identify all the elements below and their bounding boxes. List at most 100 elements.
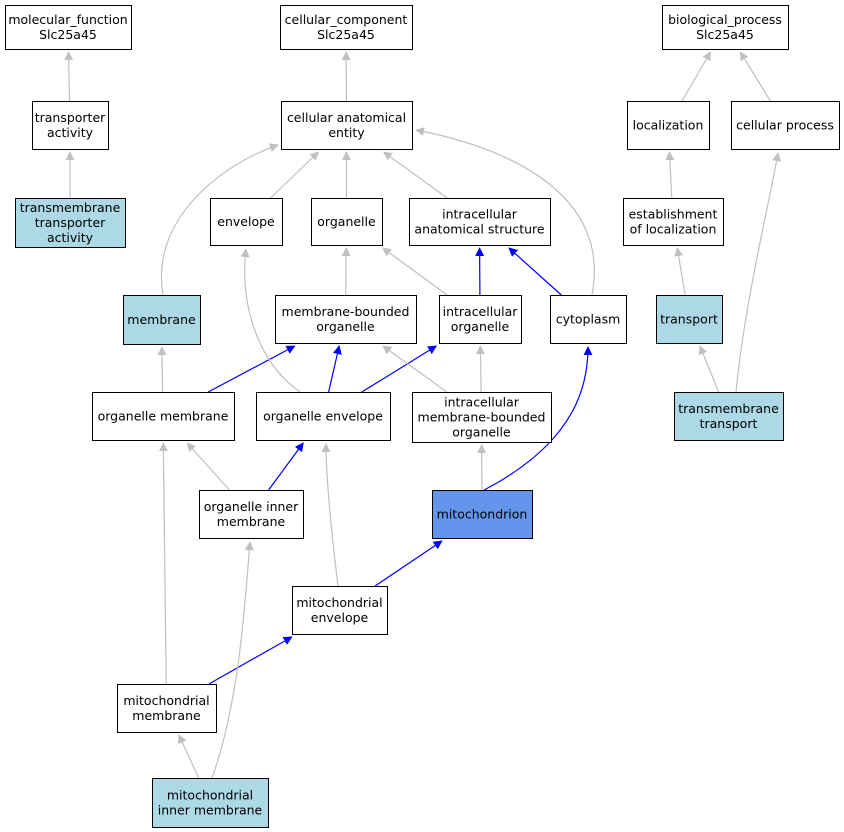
edge-io-to-org bbox=[382, 247, 448, 296]
node-cp[interactable]: cellular process bbox=[731, 101, 840, 150]
node-box bbox=[152, 778, 269, 828]
node-org[interactable]: organelle bbox=[311, 198, 383, 246]
node-env[interactable]: envelope bbox=[210, 198, 283, 246]
node-label-line: cytoplasm bbox=[556, 312, 621, 327]
edge-om-to-mbo bbox=[207, 345, 296, 393]
node-label-line: transport bbox=[660, 312, 718, 327]
edge-mim-to-oim bbox=[211, 541, 254, 779]
node-box bbox=[15, 198, 126, 248]
node-label-line: localization bbox=[633, 118, 704, 133]
edge-cp-to-bp bbox=[739, 51, 771, 102]
node-label-line: Slc25a45 bbox=[39, 27, 97, 42]
node-label-line: organelle bbox=[452, 425, 511, 440]
node-label-line: membrane bbox=[217, 514, 286, 529]
edge-om-to-mem bbox=[157, 346, 167, 393]
node-mito[interactable]: mitochondrion bbox=[432, 490, 533, 539]
edges-layer bbox=[64, 51, 782, 779]
node-box bbox=[731, 101, 840, 150]
node-label-line: activity bbox=[47, 125, 94, 140]
nodes-layer: molecular_functionSlc25a45cellular_compo… bbox=[5, 5, 840, 828]
node-label-line: Slc25a45 bbox=[317, 27, 375, 42]
edge-oim-to-oe bbox=[268, 442, 304, 491]
node-box bbox=[92, 392, 235, 441]
edge-tmt-to-cp bbox=[735, 152, 782, 393]
edge-oim-to-om bbox=[186, 442, 230, 491]
node-box bbox=[439, 295, 522, 344]
node-box bbox=[281, 101, 413, 150]
node-label-line: envelope bbox=[217, 214, 275, 229]
node-oe[interactable]: organelle envelope bbox=[256, 392, 391, 441]
edge-oe-to-env bbox=[240, 248, 301, 393]
edge-me-to-mito bbox=[374, 540, 443, 587]
node-label-line: membrane bbox=[132, 708, 201, 723]
node-label-line: organelle bbox=[316, 319, 375, 334]
node-label-line: mitochondrial bbox=[296, 595, 382, 610]
node-label-line: transmembrane bbox=[678, 401, 779, 416]
node-label-line: organelle membrane bbox=[98, 409, 229, 424]
node-label-line: anatomical structure bbox=[414, 222, 544, 237]
node-box bbox=[409, 198, 551, 246]
edge-trn-to-eol bbox=[674, 247, 686, 296]
edge-loc-to-bp bbox=[681, 51, 712, 102]
node-box bbox=[117, 684, 217, 733]
node-cyt[interactable]: cytoplasm bbox=[550, 295, 627, 344]
node-box bbox=[32, 101, 109, 150]
node-label-line: activity bbox=[47, 230, 94, 245]
edge-mem-to-cae bbox=[160, 143, 279, 296]
edge-oe-to-io bbox=[361, 345, 438, 393]
node-label-line: inner membrane bbox=[158, 803, 263, 818]
node-label-line: membrane-bounded bbox=[282, 304, 410, 319]
edge-cyt-to-ias bbox=[508, 247, 562, 296]
edge-cyt-to-cae bbox=[415, 127, 595, 296]
node-box bbox=[674, 392, 784, 441]
node-label-line: intracellular bbox=[443, 304, 519, 319]
node-loc[interactable]: localization bbox=[627, 101, 710, 150]
node-box bbox=[275, 295, 417, 344]
edge-mm-to-om bbox=[158, 442, 168, 685]
edge-eol-to-loc bbox=[665, 151, 675, 199]
node-label-line: biological_process bbox=[668, 12, 782, 27]
node-box bbox=[123, 295, 201, 345]
node-label-line: entity bbox=[328, 125, 365, 140]
node-label-line: mitochondrial bbox=[167, 788, 253, 803]
node-box bbox=[311, 198, 383, 246]
node-label-line: molecular_function bbox=[8, 12, 127, 27]
edge-env-to-cae bbox=[270, 151, 320, 199]
node-label-line: establishment bbox=[629, 207, 718, 222]
node-box bbox=[627, 101, 710, 150]
node-box bbox=[432, 490, 533, 539]
node-label-line: of localization bbox=[630, 222, 717, 237]
node-label-line: organelle inner bbox=[204, 499, 299, 514]
edge-mm-to-me bbox=[208, 636, 293, 685]
node-box bbox=[623, 198, 724, 246]
node-trn[interactable]: transport bbox=[656, 295, 723, 344]
node-mem[interactable]: membrane bbox=[123, 295, 201, 345]
node-label-line: membrane bbox=[127, 312, 196, 327]
node-label-line: cellular_component bbox=[285, 12, 408, 27]
node-om[interactable]: organelle membrane bbox=[92, 392, 235, 441]
edge-mbo-to-org bbox=[341, 247, 351, 296]
node-label-line: intracellular bbox=[444, 395, 520, 410]
node-label-line: transport bbox=[700, 416, 758, 431]
node-label-line: transmembrane bbox=[20, 200, 121, 215]
node-label-line: cellular process bbox=[736, 118, 834, 133]
edge-oe-to-mbo bbox=[328, 345, 342, 393]
node-label-line: organelle envelope bbox=[263, 409, 383, 424]
edge-me-to-oe bbox=[321, 443, 339, 587]
